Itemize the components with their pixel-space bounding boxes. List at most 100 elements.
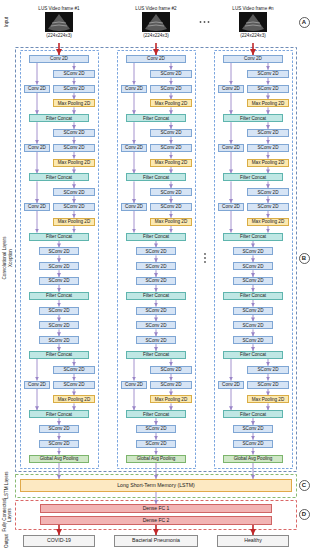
layer-box: SConv 2D [247, 85, 289, 93]
pooling-box: Max Pooling 2D [53, 218, 95, 226]
layer-box: Conv 2D [24, 203, 50, 211]
flow-arrow [268, 359, 269, 366]
flow-arrow [37, 93, 38, 115]
conv-region [16, 48, 297, 472]
frame-caption: (224x224x3) [240, 33, 266, 38]
concat-box: Filter Concat [223, 114, 283, 122]
layer-name: Max Pooling 2D [155, 219, 187, 224]
flow-arrow [171, 359, 172, 366]
layer-name: Max Pooling 2D [58, 219, 90, 224]
layer-name: Filter Concat [143, 234, 169, 239]
layer-name: Conv 2D [222, 204, 240, 209]
layer-name: Conv 2D [28, 145, 46, 150]
flow-arrow [156, 315, 157, 322]
layer-box: Conv 2D [24, 85, 50, 93]
section-label: Convolutional Layers [2, 183, 7, 333]
layer-name: SConv 2D [243, 249, 264, 254]
layer-name: Max Pooling 2D [58, 160, 90, 165]
flow-arrow [37, 181, 38, 203]
layer-name: SConv 2D [64, 145, 85, 150]
layer-name: SConv 2D [243, 278, 264, 283]
input-frame: LUS Video frame #n (224x224x3) [225, 1, 281, 43]
layer-name: Conv 2D [50, 56, 68, 61]
flow-arrow [156, 433, 157, 440]
layer-box: Conv 2D [121, 381, 147, 389]
layer-box: SConv 2D [136, 307, 176, 315]
section-label: Xception [8, 223, 13, 293]
layer-box: SConv 2D [233, 425, 273, 433]
layer-name: SConv 2D [258, 204, 279, 209]
callout-letter: D [302, 511, 306, 518]
concat-box: Filter Concat [126, 292, 186, 300]
ultrasound-thumbnail [239, 12, 267, 32]
layer-box: SConv 2D [136, 277, 176, 285]
layer-box: SConv 2D [39, 440, 79, 448]
flow-arrow [74, 137, 75, 144]
flow-arrow [134, 211, 135, 233]
flow-arrow [156, 344, 157, 351]
flow-arrow [253, 255, 254, 262]
flow-arrow [268, 167, 269, 174]
layer-box: SConv 2D [39, 247, 79, 255]
frame-caption: LUS Video frame #n [232, 6, 273, 11]
layer-box: SConv 2D [247, 129, 289, 137]
pooling-box: Max Pooling 2D [53, 159, 95, 167]
layer-name: Max Pooling 2D [252, 397, 284, 402]
layer-box: SConv 2D [53, 70, 95, 78]
layer-box: Conv 2D [223, 55, 283, 63]
layer-box: SConv 2D [39, 425, 79, 433]
layer-name: SConv 2D [161, 382, 182, 387]
flow-arrow [171, 211, 172, 218]
output-box: Healthy [217, 535, 289, 547]
layer-name: SConv 2D [146, 278, 167, 283]
flow-arrow [171, 63, 172, 70]
frame-caption: LUS Video frame #2 [135, 6, 176, 11]
concat-box: Filter Concat [223, 292, 283, 300]
layer-box: SConv 2D [136, 262, 176, 270]
concat-box: Filter Concat [223, 173, 283, 181]
layer-box: Conv 2D [218, 85, 244, 93]
flow-arrow [171, 122, 172, 129]
layer-box: Conv 2D [121, 203, 147, 211]
flow-arrow [37, 359, 38, 381]
flow-arrow [155, 525, 157, 535]
layer-box: SConv 2D [233, 336, 273, 344]
flow-arrow [268, 152, 269, 159]
layer-name: SConv 2D [258, 71, 279, 76]
pooling-box: Max Pooling 2D [53, 99, 95, 107]
layer-box: SConv 2D [53, 144, 95, 152]
layer-box: SConv 2D [136, 440, 176, 448]
layer-box: SConv 2D [247, 381, 289, 389]
flow-arrow [134, 389, 135, 411]
layer-name: Filter Concat [46, 412, 72, 417]
concat-box: Filter Concat [223, 233, 283, 241]
layer-name: Dense FC 1 [143, 506, 170, 512]
flow-arrow [171, 137, 172, 144]
flow-arrow [171, 78, 172, 85]
flow-arrow [134, 63, 135, 85]
concat-box: Filter Concat [29, 114, 89, 122]
layer-name: SConv 2D [49, 264, 70, 269]
layer-box: SConv 2D [136, 247, 176, 255]
flow-arrow [253, 463, 254, 479]
flow-arrow [268, 93, 269, 100]
concat-box: Filter Concat [126, 173, 186, 181]
callout-circle: A [299, 17, 310, 28]
flow-arrow [74, 389, 75, 396]
concat-box: Filter Concat [223, 410, 283, 418]
layer-name: SConv 2D [258, 86, 279, 91]
frame-caption: (224x224x3) [143, 33, 169, 38]
layer-name: SConv 2D [258, 145, 279, 150]
layer-box: SConv 2D [39, 262, 79, 270]
pooling-box: Global Avg Pooling [29, 455, 89, 463]
layer-box: SConv 2D [136, 425, 176, 433]
flow-arrow [74, 167, 75, 174]
layer-box: SConv 2D [150, 188, 192, 196]
layer-box: SConv 2D [150, 85, 192, 93]
flow-arrow [74, 93, 75, 100]
section-label: LSTM Layers [4, 471, 9, 499]
flow-arrow [253, 285, 254, 292]
layer-name: SConv 2D [49, 323, 70, 328]
layer-box: SConv 2D [247, 144, 289, 152]
